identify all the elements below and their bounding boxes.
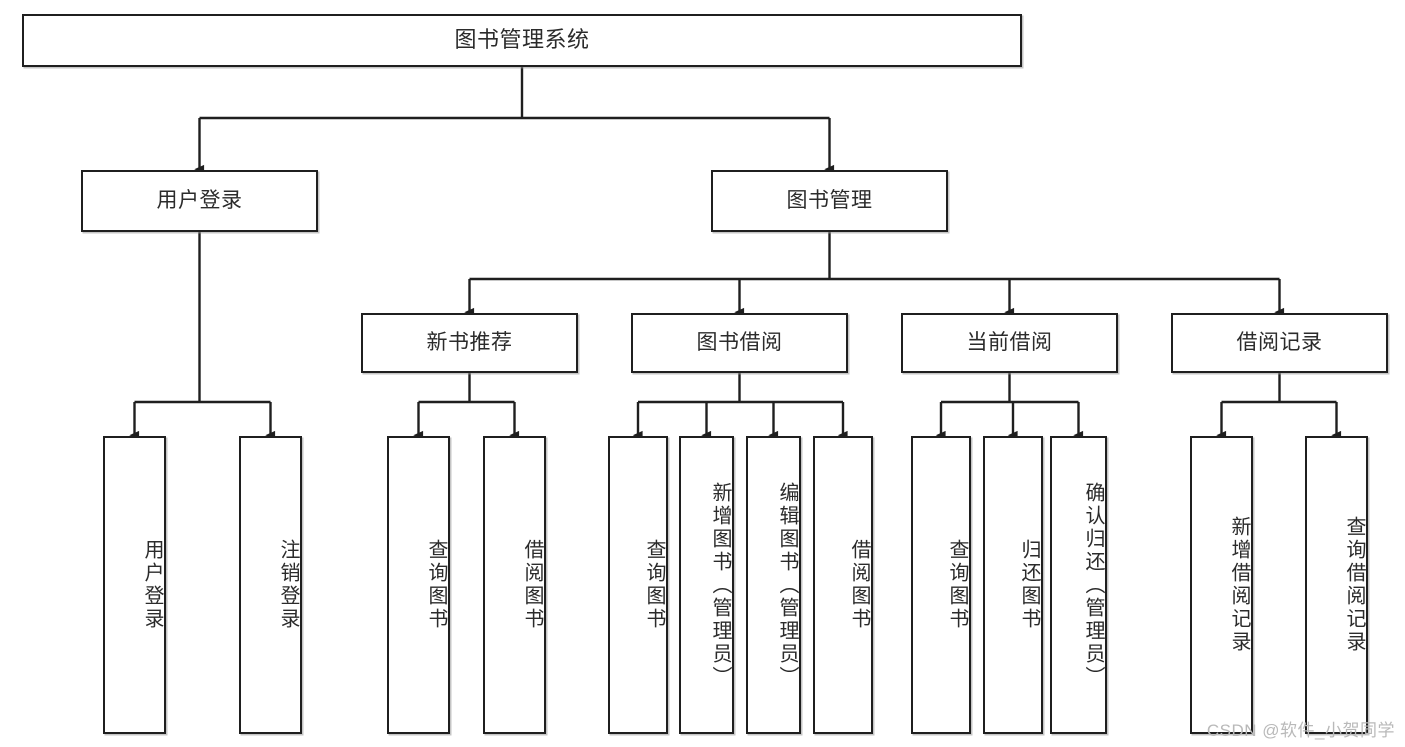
- node-leaf-borrow-edit[interactable]: 编辑图书（管理员）: [746, 436, 801, 734]
- node-leaf-user-login[interactable]: 用户登录: [103, 436, 166, 734]
- node-borrow-record[interactable]: 借阅记录: [1171, 313, 1388, 373]
- node-book-manage-label: 图书管理: [786, 189, 873, 213]
- node-leaf-borrow-query[interactable]: 查询图书: [608, 436, 668, 734]
- node-leaf-borrow-do-label: 借阅图书: [848, 539, 870, 631]
- node-leaf-rec-add-label: 新增借阅记录: [1228, 516, 1250, 654]
- node-leaf-user-logout-label: 注销登录: [277, 539, 299, 631]
- node-current-borrow-label: 当前借阅: [966, 331, 1053, 355]
- node-leaf-cur-confirm[interactable]: 确认归还（管理员）: [1050, 436, 1107, 734]
- node-new-book-rec-label: 新书推荐: [426, 331, 513, 355]
- node-new-book-rec[interactable]: 新书推荐: [361, 313, 578, 373]
- node-leaf-rec-borrow-label: 借阅图书: [521, 539, 543, 631]
- node-leaf-borrow-query-label: 查询图书: [643, 539, 665, 631]
- node-leaf-user-login-label: 用户登录: [141, 539, 163, 631]
- node-leaf-rec-query2-label: 查询借阅记录: [1343, 516, 1365, 654]
- node-root[interactable]: 图书管理系统: [22, 14, 1022, 67]
- node-leaf-rec-add[interactable]: 新增借阅记录: [1190, 436, 1253, 734]
- node-leaf-cur-return[interactable]: 归还图书: [983, 436, 1043, 734]
- node-leaf-borrow-add[interactable]: 新增图书（管理员）: [679, 436, 734, 734]
- node-current-borrow[interactable]: 当前借阅: [901, 313, 1118, 373]
- node-leaf-cur-query[interactable]: 查询图书: [911, 436, 971, 734]
- node-leaf-rec-query[interactable]: 查询图书: [387, 436, 450, 734]
- node-leaf-borrow-add-label: 新增图书（管理员）: [709, 481, 731, 689]
- node-leaf-rec-query2[interactable]: 查询借阅记录: [1305, 436, 1368, 734]
- node-leaf-rec-query-label: 查询图书: [425, 539, 447, 631]
- node-book-borrow-label: 图书借阅: [696, 331, 783, 355]
- node-leaf-cur-query-label: 查询图书: [946, 539, 968, 631]
- node-leaf-cur-confirm-label: 确认归还（管理员）: [1082, 481, 1104, 689]
- node-user-login[interactable]: 用户登录: [81, 170, 318, 232]
- node-root-label: 图书管理系统: [454, 27, 590, 53]
- node-user-login-label: 用户登录: [156, 189, 243, 213]
- node-borrow-record-label: 借阅记录: [1236, 331, 1323, 355]
- node-leaf-borrow-do[interactable]: 借阅图书: [813, 436, 873, 734]
- node-book-manage[interactable]: 图书管理: [711, 170, 948, 232]
- node-leaf-borrow-edit-label: 编辑图书（管理员）: [776, 481, 798, 689]
- node-leaf-rec-borrow[interactable]: 借阅图书: [483, 436, 546, 734]
- node-leaf-user-logout[interactable]: 注销登录: [239, 436, 302, 734]
- watermark-text: CSDN @软件_小贺同学: [1206, 721, 1395, 740]
- node-book-borrow[interactable]: 图书借阅: [631, 313, 848, 373]
- node-leaf-cur-return-label: 归还图书: [1018, 539, 1040, 631]
